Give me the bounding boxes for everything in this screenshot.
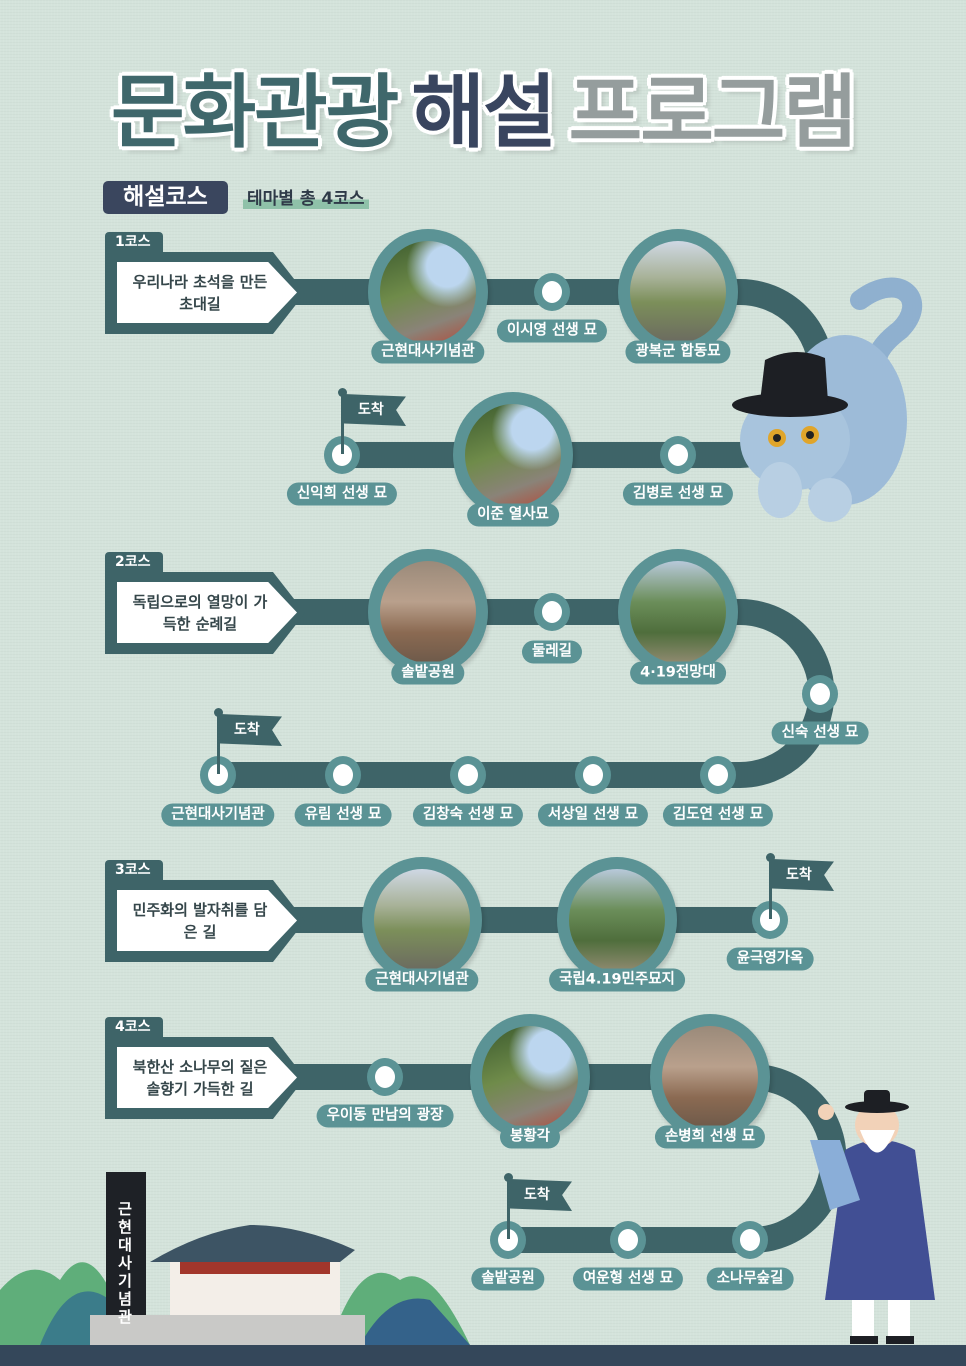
course-tab: 3코스 (105, 860, 163, 881)
stop-label[interactable]: 여운형 선생 묘 (572, 1267, 684, 1291)
course-title: 독립으로의 열망이 가득한 순례길 (132, 592, 268, 633)
stop-label[interactable]: 근현대사기념관 (371, 340, 485, 364)
photo-image (482, 1026, 578, 1128)
photo-image (380, 561, 476, 663)
stop-label[interactable]: 둘레길 (521, 640, 583, 664)
arrival-flag-label: 도착 (220, 714, 282, 746)
course-title: 민주화의 발자취를 담은 길 (132, 900, 268, 941)
photo-image (380, 241, 476, 343)
stop-node[interactable] (450, 756, 486, 794)
stop-node[interactable] (660, 436, 696, 474)
flag-pole (507, 1177, 510, 1239)
photo-image (662, 1026, 758, 1128)
course-title: 우리나라 초석을 만든 초대길 (132, 272, 268, 313)
course-count-subtitle: 테마별 총 4코스 (243, 184, 369, 209)
stop-node[interactable] (700, 756, 736, 794)
stop-node[interactable] (534, 593, 570, 631)
title-part-2: 해설 (411, 66, 556, 159)
stop-label[interactable]: 김도연 선생 묘 (662, 803, 774, 827)
arrival-flag-label: 도착 (772, 859, 834, 891)
stop-label[interactable]: 4·19전망대 (630, 661, 726, 685)
course-title-panel: 독립으로의 열망이 가득한 순례길 (117, 582, 297, 643)
stop-label[interactable]: 이시영 선생 묘 (496, 319, 608, 343)
stop-label[interactable]: 신숙 선생 묘 (771, 721, 869, 745)
flag-knob (214, 708, 223, 717)
memorial-hall-illustration (0, 1172, 470, 1345)
arrival-flag-label: 도착 (510, 1179, 572, 1211)
course-tab: 2코스 (105, 552, 163, 573)
building-sign-text: 근현대사기념관 (118, 1200, 132, 1326)
stop-label[interactable]: 소나무숲길 (706, 1267, 794, 1291)
flag-pole (769, 857, 772, 919)
stop-label[interactable]: 광복군 합동묘 (625, 340, 731, 364)
stop-label[interactable]: 유림 선생 묘 (294, 803, 392, 827)
stop-label[interactable]: 근현대사기념관 (161, 803, 275, 827)
title-part-3: 프로그램 (568, 66, 857, 159)
stop-label[interactable]: 윤극영가옥 (726, 947, 814, 971)
course-tab: 4코스 (105, 1017, 163, 1038)
flag-knob (338, 388, 347, 397)
arrival-flag: 도착 (214, 708, 287, 774)
photo-image (630, 561, 726, 663)
course-badge: 해설코스 (103, 181, 228, 214)
flag-knob (766, 853, 775, 862)
tiger-cat-illustration (732, 277, 923, 522)
course-title-panel: 우리나라 초석을 만든 초대길 (117, 262, 297, 323)
course-tab: 1코스 (105, 232, 163, 253)
flag-pole (341, 392, 344, 454)
stop-photo[interactable] (650, 1014, 770, 1140)
photo-image (630, 241, 726, 343)
stop-node[interactable] (802, 675, 838, 713)
stop-node[interactable] (534, 273, 570, 311)
flag-pole (217, 712, 220, 774)
course-title-panel: 북한산 소나무의 짙은 솔향기 가득한 길 (117, 1047, 297, 1108)
stop-label[interactable]: 국립4.19민주묘지 (549, 968, 685, 992)
footer-bar (0, 1345, 966, 1366)
stop-label[interactable]: 서상일 선생 묘 (537, 803, 649, 827)
stop-photo[interactable] (618, 229, 738, 355)
stop-photo[interactable] (470, 1014, 590, 1140)
photo-image (465, 404, 561, 506)
arrival-flag: 도착 (504, 1173, 577, 1239)
arrival-flag-label: 도착 (344, 394, 406, 426)
course-title-panel: 민주화의 발자취를 담은 길 (117, 890, 297, 951)
title-part-1: 문화관광 (110, 66, 399, 159)
stop-label[interactable]: 이준 열사묘 (467, 503, 559, 527)
stop-label[interactable]: 손병희 선생 묘 (654, 1125, 766, 1149)
flag-knob (504, 1173, 513, 1182)
stop-label[interactable]: 봉황각 (499, 1125, 561, 1149)
stop-label[interactable]: 김병로 선생 묘 (622, 482, 734, 506)
stop-photo[interactable] (618, 549, 738, 675)
stop-node[interactable] (325, 756, 361, 794)
stop-label[interactable]: 솔밭공원 (391, 661, 465, 685)
course-title-frame: 우리나라 초석을 만든 초대길 (105, 252, 305, 334)
stop-label[interactable]: 김창숙 선생 묘 (412, 803, 524, 827)
stop-node[interactable] (575, 756, 611, 794)
course-title: 북한산 소나무의 짙은 솔향기 가득한 길 (132, 1057, 268, 1098)
stop-photo[interactable] (368, 549, 488, 675)
course-title-frame: 민주화의 발자취를 담은 길 (105, 880, 305, 962)
course-title-frame: 독립으로의 열망이 가득한 순례길 (105, 572, 305, 654)
photo-image (569, 869, 665, 971)
scholar-illustration (810, 1090, 935, 1344)
photo-image (374, 869, 470, 971)
stop-label[interactable]: 근현대사기념관 (365, 968, 479, 992)
stop-photo[interactable] (453, 392, 573, 518)
stop-photo[interactable] (368, 229, 488, 355)
arrival-flag: 도착 (338, 388, 411, 454)
stop-node[interactable] (732, 1221, 768, 1259)
stop-node[interactable] (490, 1221, 526, 1259)
stop-label[interactable]: 우이동 만남의 광장 (316, 1104, 454, 1128)
stop-photo[interactable] (557, 857, 677, 983)
stop-node[interactable] (610, 1221, 646, 1259)
course-title-frame: 북한산 소나무의 짙은 솔향기 가득한 길 (105, 1037, 305, 1119)
arrival-flag: 도착 (766, 853, 839, 919)
stop-node[interactable] (367, 1058, 403, 1096)
stop-photo[interactable] (362, 857, 482, 983)
stop-label[interactable]: 신익희 선생 묘 (286, 482, 398, 506)
stop-label[interactable]: 솔밭공원 (471, 1267, 545, 1291)
